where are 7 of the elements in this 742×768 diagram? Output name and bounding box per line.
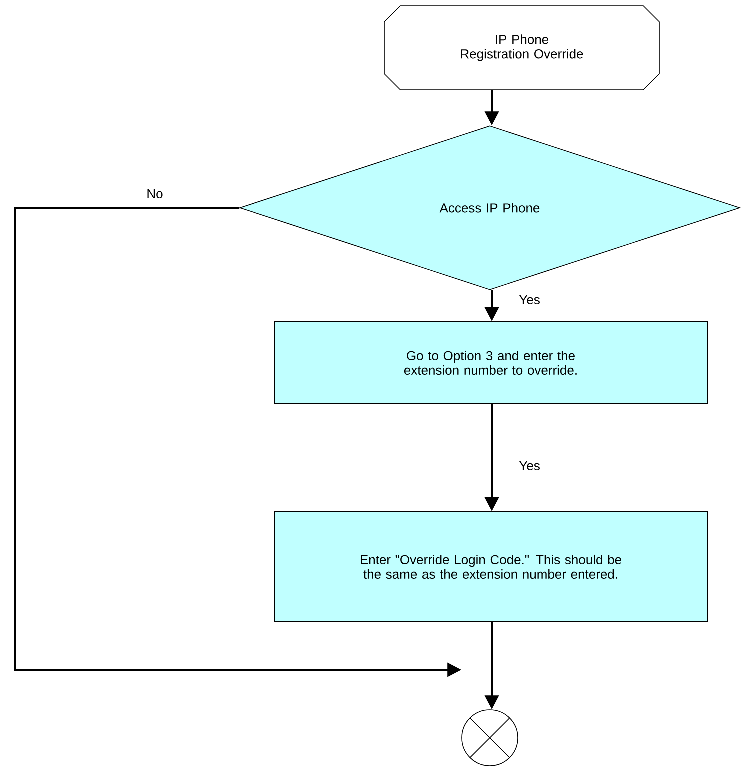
terminator-circle [462,710,518,766]
process-box: Enter "Override Login Code." This should be the same as the extension number entered. [274,512,708,622]
process-box: Go to Option 3 and enter the extension number to override. [274,322,708,404]
edge-label: Yes [518,294,542,306]
start-box: IP Phone Registration Override [384,6,660,90]
edge-label: No [146,188,164,200]
edge-label: Yes [518,460,542,472]
